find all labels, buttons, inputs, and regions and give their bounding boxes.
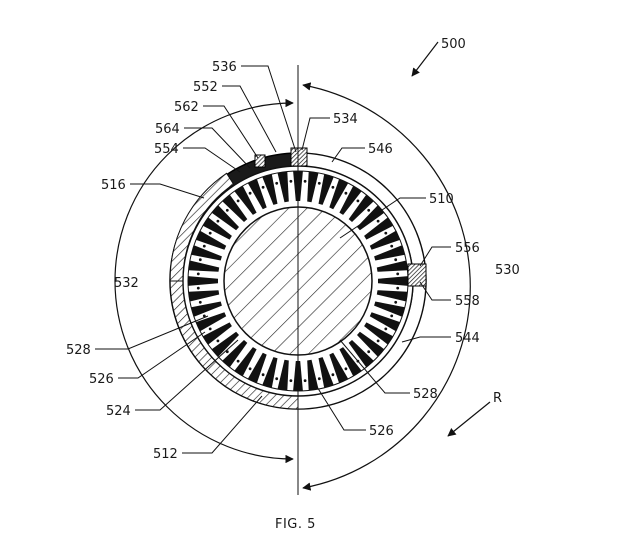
slot-marker: [377, 220, 380, 223]
label-544: 544: [455, 331, 480, 346]
magnet-block-534: [291, 148, 307, 166]
slot-marker: [396, 273, 399, 276]
slot-marker: [197, 287, 200, 290]
label-562: 562: [174, 100, 199, 115]
slot-marker: [345, 367, 348, 370]
label-530: 530: [495, 263, 520, 278]
label-532: 532: [114, 276, 139, 291]
slot-marker: [384, 328, 387, 331]
label-546: 546: [368, 142, 393, 157]
slot-marker: [209, 328, 212, 331]
magnet-block-562: [255, 155, 265, 167]
slot-marker: [332, 186, 335, 189]
slot-marker: [217, 340, 220, 343]
slot-marker: [237, 360, 240, 363]
slot-marker: [357, 200, 360, 203]
slot-marker: [203, 245, 206, 248]
label-524: 524: [106, 404, 131, 419]
label-526-right: 526: [369, 424, 394, 439]
leader-534: [302, 118, 330, 150]
label-564: 564: [155, 122, 180, 137]
slot-marker: [396, 287, 399, 290]
label-534: 534: [333, 112, 358, 127]
label-526-left: 526: [89, 372, 114, 387]
slot-marker: [332, 373, 335, 376]
slot-marker: [199, 258, 202, 261]
slot-marker: [304, 379, 307, 382]
slot-marker: [318, 182, 321, 185]
leader-552: [222, 86, 276, 152]
slot-marker: [367, 209, 370, 212]
slot-marker: [390, 245, 393, 248]
slot-marker: [377, 340, 380, 343]
slot-marker: [237, 200, 240, 203]
slot-marker: [249, 192, 252, 195]
slot-marker: [304, 180, 307, 183]
label-536: 536: [212, 60, 237, 75]
leader-R: [448, 402, 490, 436]
label-528-left: 528: [66, 343, 91, 358]
slot-marker: [290, 180, 293, 183]
slot-marker: [199, 301, 202, 304]
slot-marker: [249, 367, 252, 370]
label-R: R: [493, 391, 502, 406]
slot-marker: [345, 192, 348, 195]
slot-marker: [209, 232, 212, 235]
slot-marker: [318, 377, 321, 380]
slot-marker: [226, 209, 229, 212]
label-500: 500: [441, 37, 466, 52]
slot-marker: [262, 186, 265, 189]
slot-marker: [367, 350, 370, 353]
slot-marker: [275, 377, 278, 380]
slot-marker: [262, 373, 265, 376]
label-558: 558: [455, 294, 480, 309]
slot-marker: [384, 232, 387, 235]
label-556: 556: [455, 241, 480, 256]
slot-marker: [275, 182, 278, 185]
label-512: 512: [153, 447, 178, 462]
slot-marker: [197, 273, 200, 276]
leader-516: [130, 184, 204, 198]
label-516: 516: [101, 178, 126, 193]
slot-marker: [394, 258, 397, 261]
label-552: 552: [193, 80, 218, 95]
label-554: 554: [154, 142, 179, 157]
leader-554: [183, 148, 240, 172]
label-510: 510: [429, 192, 454, 207]
figure-caption: FIG. 5: [275, 517, 316, 532]
slot-marker: [390, 315, 393, 318]
leader-500: [412, 42, 438, 76]
label-528-right: 528: [413, 387, 438, 402]
magnet-block-556: [408, 264, 426, 286]
slot-marker: [217, 220, 220, 223]
slot-marker: [394, 301, 397, 304]
slot-marker: [290, 379, 293, 382]
